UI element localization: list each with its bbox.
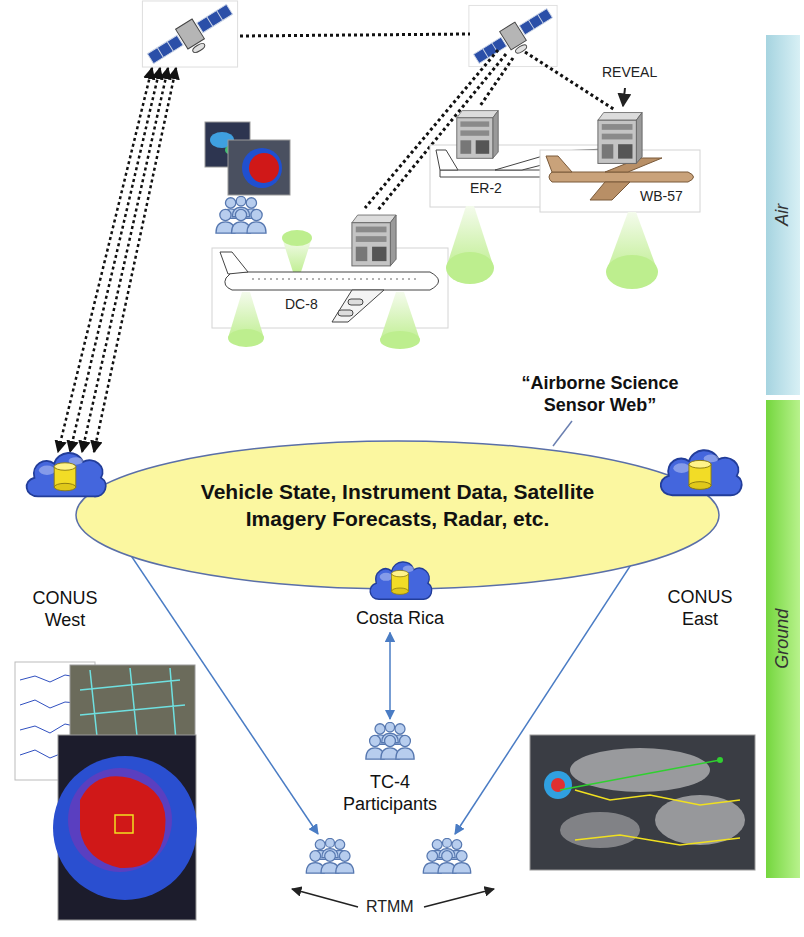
instrument-rack xyxy=(598,113,642,164)
data-cloud: CONUS West xyxy=(15,446,115,631)
instrument-rack xyxy=(352,215,396,266)
sensor-web-callout-text: “Airborne Science Sensor Web” xyxy=(490,372,710,416)
cloud-shape xyxy=(27,453,106,496)
dc8-aircraft xyxy=(212,215,448,349)
node-label: CONUS West xyxy=(23,588,107,631)
instrument-callout-text: REVEAL xyxy=(602,64,657,81)
people-shape xyxy=(366,722,414,759)
people-icon xyxy=(365,722,415,760)
instrument-callout: REVEAL xyxy=(602,64,657,81)
rtmm-label-text: RTMM xyxy=(366,897,414,916)
cloud-shape xyxy=(661,450,742,495)
rtmm-screenshots-left xyxy=(15,662,197,920)
cloud-icon xyxy=(654,443,746,501)
node-label: Costa Rica xyxy=(340,608,460,630)
instrument-rack xyxy=(457,111,498,159)
region-band: Air xyxy=(766,35,800,395)
aircraft-label: ER-2 xyxy=(470,180,502,197)
region-band: Ground xyxy=(766,400,800,878)
rtmm-screenshot-right xyxy=(530,735,755,870)
band-label: Air xyxy=(772,204,794,226)
cloud-icon xyxy=(365,556,435,604)
band-label: Ground xyxy=(772,609,794,669)
data-cloud: Costa Rica xyxy=(335,556,465,630)
satellite xyxy=(142,0,239,75)
cloud-icon xyxy=(20,446,110,502)
ellipse-text: Vehicle State, Instrument Data, Satellit… xyxy=(198,478,598,533)
node-label: CONUS East xyxy=(658,587,742,630)
cloud-shape xyxy=(370,562,432,599)
aircraft: ER-2 xyxy=(430,145,610,207)
aircraft: WB-57 xyxy=(540,150,700,212)
connector-arrow xyxy=(389,633,391,719)
leader-line xyxy=(553,421,572,446)
participant-group: TC-4 Participants xyxy=(335,722,445,815)
people-icon xyxy=(216,196,266,233)
rtmm-label: RTMM xyxy=(366,897,414,916)
people-icon xyxy=(423,838,470,873)
people-icon xyxy=(306,838,353,873)
downlink-arrows xyxy=(58,68,176,452)
data-cloud: CONUS East xyxy=(645,443,755,630)
aircraft: DC-8 xyxy=(212,248,448,328)
sensor-web-callout: “Airborne Science Sensor Web” xyxy=(490,372,710,416)
aircraft-label: WB-57 xyxy=(640,188,683,205)
node-label: TC-4 Participants xyxy=(340,772,440,815)
wb57-aircraft xyxy=(540,113,700,289)
aircraft-label: DC-8 xyxy=(285,296,318,313)
satellite xyxy=(469,4,559,74)
callout-arrow xyxy=(623,88,625,106)
